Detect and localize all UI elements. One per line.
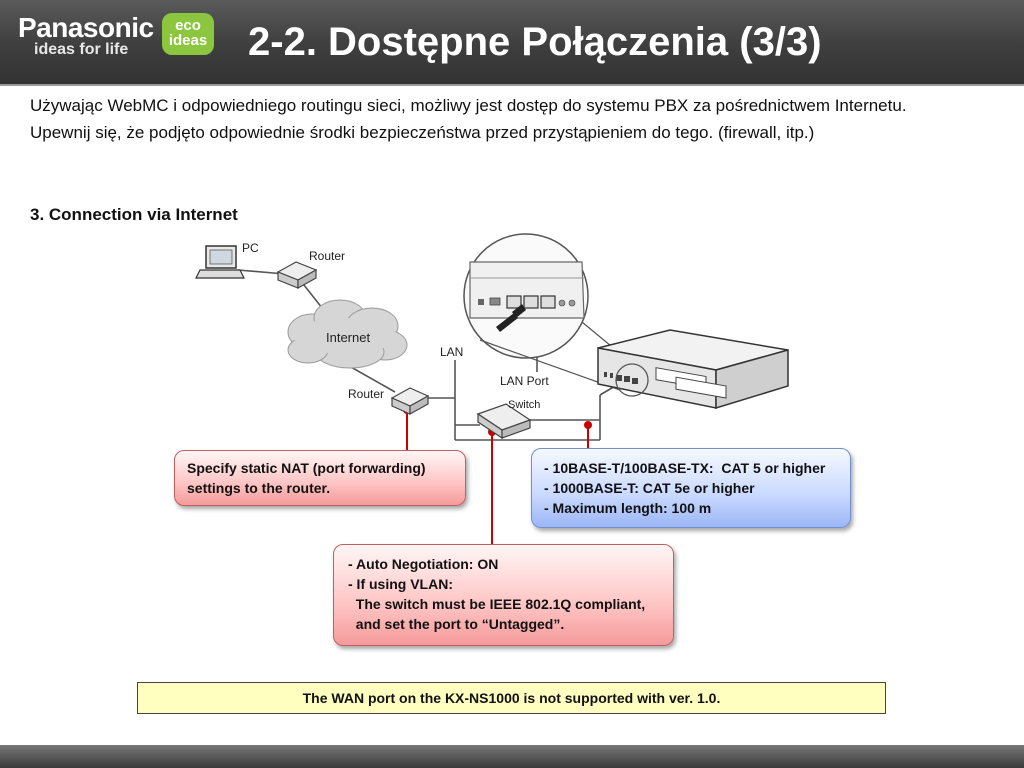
switch-callout-line: - Auto Negotiation: ON	[348, 556, 499, 572]
switch-icon	[476, 403, 532, 440]
router-bottom-icon	[390, 387, 430, 416]
switch-callout: - Auto Negotiation: ON - If using VLAN: …	[333, 544, 674, 646]
header-bar: Panasonic ideas for life eco ideas 2-2. …	[0, 0, 1024, 86]
router-bottom-label: Router	[348, 387, 384, 401]
nat-callout-line: settings to the router.	[187, 480, 331, 496]
cable-callout-line: - Maximum length: 100 m	[544, 500, 712, 516]
footnote-box: The WAN port on the KX-NS1000 is not sup…	[137, 682, 886, 714]
logo-brand: Panasonic	[18, 12, 154, 43]
cable-callout-line: - 1000BASE-T: CAT 5e or higher	[544, 480, 755, 496]
lan-port-label: LAN Port	[500, 374, 549, 388]
cable-callout-line: - 10BASE-T/100BASE-TX: CAT 5 or higher	[544, 460, 826, 476]
panasonic-logo: Panasonic ideas for life	[18, 14, 154, 58]
nat-callout-line: Specify static NAT (port forwarding)	[187, 460, 426, 476]
pc-icon	[195, 245, 245, 279]
lan-port-zoom	[463, 233, 589, 359]
eco-badge-line1: eco	[175, 17, 201, 34]
logo-tagline: ideas for life	[34, 41, 129, 58]
eco-ideas-badge: eco ideas	[162, 13, 214, 55]
pc-label: PC	[242, 241, 259, 255]
router-top-label: Router	[309, 249, 345, 263]
internet-cloud-icon	[287, 299, 408, 369]
switch-callout-line: and set the port to “Untagged”.	[348, 616, 565, 632]
router-top-icon	[276, 261, 318, 290]
red-connectors	[406, 410, 589, 545]
lan-label: LAN	[440, 345, 463, 359]
switch-label: Switch	[508, 399, 540, 411]
intro-paragraph: Używając WebMC i odpowiedniego routingu …	[30, 96, 907, 142]
internet-label: Internet	[326, 330, 370, 345]
cable-callout: - 10BASE-T/100BASE-TX: CAT 5 or higher -…	[531, 448, 851, 528]
nat-callout: Specify static NAT (port forwarding) set…	[174, 450, 466, 506]
switch-callout-line: The switch must be IEEE 802.1Q compliant…	[348, 596, 646, 612]
eco-badge-line2: ideas	[168, 32, 208, 49]
slide-title: 2-2. Dostępne Połączenia (3/3)	[248, 20, 822, 64]
pbx-unit-icon	[597, 329, 789, 410]
switch-callout-line: - If using VLAN:	[348, 576, 453, 592]
footer-bar	[0, 745, 1024, 768]
section-heading: 3. Connection via Internet	[30, 205, 238, 224]
